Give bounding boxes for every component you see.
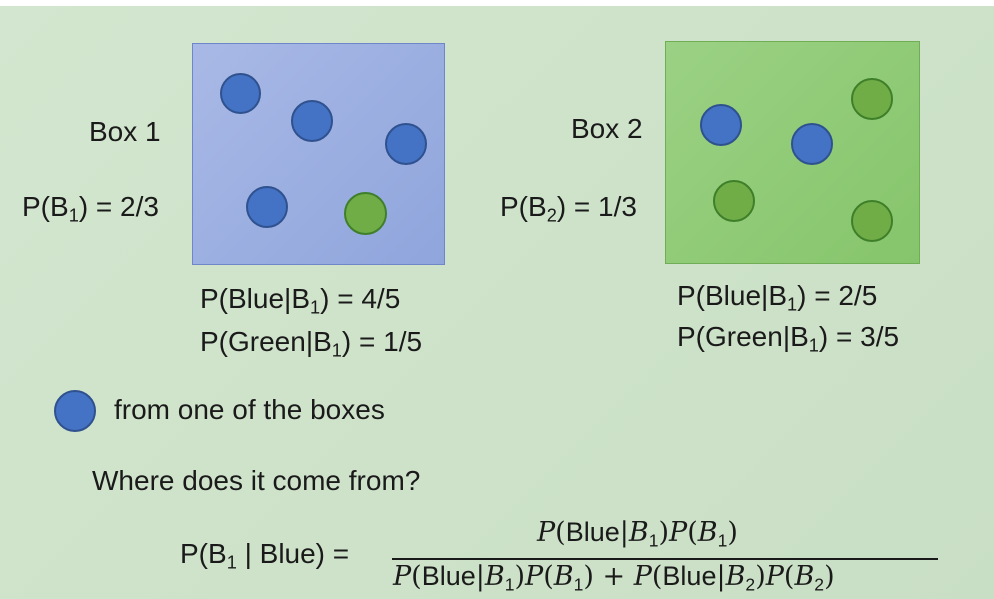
bar: | xyxy=(716,561,726,592)
symbol-b: B xyxy=(484,561,505,592)
paren: ( xyxy=(411,561,422,592)
blue-ball xyxy=(700,104,742,146)
box-1-prior: P(B1) = 2/3 xyxy=(22,191,159,225)
prior-prefix: P(B xyxy=(22,191,69,222)
subscript: 2 xyxy=(814,574,825,595)
paren: ) xyxy=(824,561,835,592)
blue-ball xyxy=(791,123,833,165)
subscript: 1 xyxy=(717,530,728,551)
symbol-b: B xyxy=(553,561,574,592)
cond-green-subscript: 1 xyxy=(808,335,819,356)
subscript: 1 xyxy=(573,574,584,595)
green-ball xyxy=(851,78,893,120)
cond-blue-suffix: ) = 2/5 xyxy=(797,280,878,311)
cond-blue-prefix: P(Blue|B xyxy=(677,280,787,311)
box-2-cond-green: P(Green|B1) = 3/5 xyxy=(677,321,900,355)
prior-suffix: ) = 2/3 xyxy=(78,191,159,222)
cond-green-subscript: 1 xyxy=(331,340,342,361)
cond-blue-subscript: 1 xyxy=(787,294,798,315)
green-ball xyxy=(713,180,755,222)
word-blue: Blue xyxy=(565,517,620,547)
symbol-b: B xyxy=(628,517,649,548)
box-1-title: Box 1 xyxy=(89,116,161,147)
lhs-subscript: 1 xyxy=(226,552,237,573)
box-2-title: Box 2 xyxy=(571,113,643,144)
word-blue: Blue xyxy=(662,561,717,591)
green-ball xyxy=(851,200,893,242)
paren: ) xyxy=(755,561,766,592)
paren: ( xyxy=(543,561,554,592)
symbol-b: B xyxy=(725,561,746,592)
paren: ( xyxy=(555,517,566,548)
bar: | xyxy=(475,561,485,592)
bar: | xyxy=(619,517,629,548)
plus-sign: + xyxy=(593,561,634,592)
cond-green-suffix: ) = 3/5 xyxy=(818,321,900,352)
lhs-suffix: | Blue) = xyxy=(236,538,350,569)
prior-suffix: ) = 1/3 xyxy=(556,191,637,222)
paren: ( xyxy=(783,561,795,592)
subscript: 1 xyxy=(504,574,515,595)
formula-lhs: P(B1 | Blue) = xyxy=(180,538,350,572)
symbol-p: P xyxy=(633,561,652,592)
drawn-blue-ball xyxy=(54,390,96,432)
symbol-p: P xyxy=(525,561,544,592)
box-1-cond-blue: P(Blue|B1) = 4/5 xyxy=(200,283,401,317)
box-2-prior: P(B2) = 1/3 xyxy=(500,191,637,225)
paren: ( xyxy=(687,517,698,548)
paren: ) xyxy=(658,517,670,548)
fraction-bar xyxy=(392,558,938,560)
cond-green-suffix: ) = 1/5 xyxy=(341,326,423,357)
blue-ball xyxy=(220,73,261,114)
formula-numerator: P(Blue|B1)P(B1) xyxy=(537,517,738,550)
symbol-b: B xyxy=(697,517,718,548)
symbol-p: P xyxy=(765,561,784,592)
symbol-p: P xyxy=(393,561,412,592)
cond-blue-prefix: P(Blue|B xyxy=(200,283,310,314)
subscript: 1 xyxy=(648,530,659,551)
word-blue: Blue xyxy=(421,561,476,591)
symbol-p: P xyxy=(537,517,556,548)
paren: ) xyxy=(514,561,526,592)
cond-blue-suffix: ) = 4/5 xyxy=(320,283,401,314)
cond-green-prefix: P(Green|B xyxy=(200,326,332,357)
lhs-prefix: P(B xyxy=(180,538,227,569)
box-2-cond-blue: P(Blue|B1) = 2/5 xyxy=(677,280,878,314)
question-text: Where does it come from? xyxy=(92,465,421,496)
blue-ball xyxy=(291,100,333,142)
box-1-cond-green: P(Green|B1) = 1/5 xyxy=(200,326,423,360)
formula-denominator: P(Blue|B1)P(B1) + P(Blue|B2)P(B2) xyxy=(393,561,835,594)
cond-green-prefix: P(Green|B xyxy=(677,321,809,352)
subscript: 2 xyxy=(745,574,756,595)
prior-prefix: P(B xyxy=(500,191,547,222)
symbol-p: P xyxy=(669,517,688,548)
paren: ) xyxy=(583,561,594,592)
paren: ( xyxy=(651,561,663,592)
green-ball xyxy=(344,192,387,235)
blue-ball xyxy=(246,186,288,228)
blue-ball xyxy=(385,123,427,165)
prior-subscript: 1 xyxy=(68,205,79,226)
prior-subscript: 2 xyxy=(546,205,557,226)
cond-blue-subscript: 1 xyxy=(310,297,321,318)
paren: ) xyxy=(727,517,738,548)
symbol-b: B xyxy=(794,561,815,592)
statement-text: from one of the boxes xyxy=(114,394,385,425)
